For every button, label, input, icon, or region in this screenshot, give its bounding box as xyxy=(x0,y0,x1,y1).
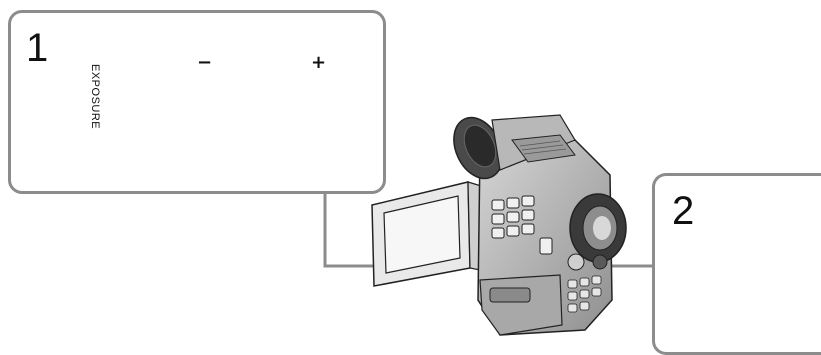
exposure-minus-sign: − xyxy=(197,54,212,72)
exposure-plus-sign: + xyxy=(311,54,326,72)
step-2-number: 2 xyxy=(672,191,694,231)
exposure-button-label: EXPOSURE xyxy=(89,64,101,129)
camcorder-illustration xyxy=(372,110,626,335)
step-1-number: 1 xyxy=(26,28,48,68)
step-1-panel xyxy=(8,10,386,194)
